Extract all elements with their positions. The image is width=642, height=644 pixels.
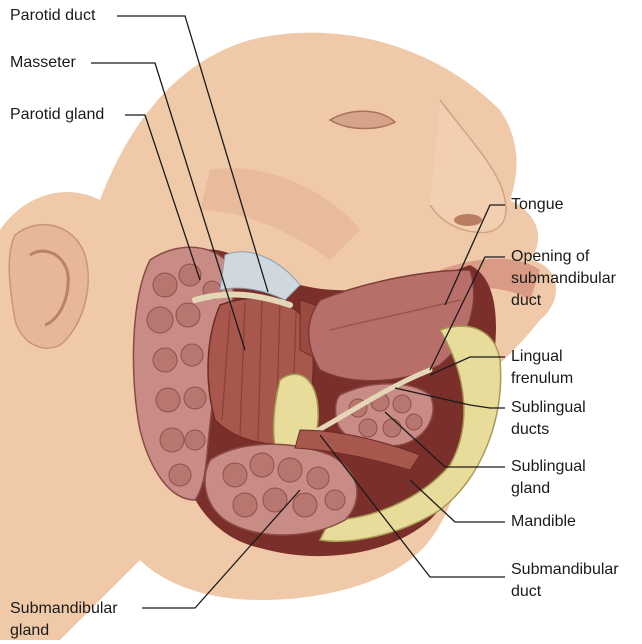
label-lingual-frenulum-line2: frenulum	[511, 369, 573, 389]
label-sublingual-gland-line1: Sublingual	[511, 457, 586, 477]
label-submandibular-gland-line2: gland	[10, 621, 49, 641]
label-opening-line2: submandibular	[511, 269, 616, 289]
label-submandibular-gland-line1: Submandibular	[10, 599, 118, 619]
label-sublingual-gland-line2: gland	[511, 479, 550, 499]
label-opening-line1: Opening of	[511, 247, 589, 267]
label-parotid-duct: Parotid duct	[10, 6, 95, 26]
label-submandibular-duct-line1: Submandibular	[511, 560, 619, 580]
label-opening-line3: duct	[511, 291, 541, 311]
nostril	[454, 214, 482, 226]
label-sublingual-ducts-line1: Sublingual	[511, 398, 586, 418]
label-submandibular-duct-line2: duct	[511, 582, 541, 602]
label-masseter: Masseter	[10, 53, 76, 73]
label-lingual-frenulum-line1: Lingual	[511, 347, 563, 367]
label-mandible: Mandible	[511, 512, 576, 532]
label-parotid-gland: Parotid gland	[10, 105, 104, 125]
label-tongue: Tongue	[511, 195, 564, 215]
label-sublingual-ducts-line2: ducts	[511, 420, 549, 440]
